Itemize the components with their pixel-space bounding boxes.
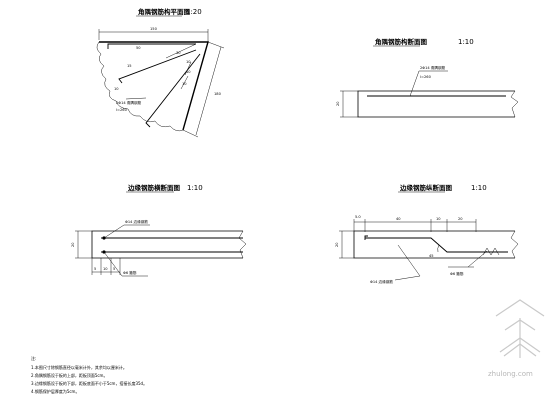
edge-long-angle-arc: [437, 244, 440, 253]
notes-title: 注:: [31, 355, 36, 361]
plan-dim-right-line: [195, 46, 222, 136]
plan-bar-top: [107, 43, 196, 49]
plan-view: 角隅钢筋构平面图 1:20 150 50 30 10 10 10 10 15 1…: [96, 7, 225, 138]
plan-dim-10b: 10: [186, 70, 191, 74]
corner-section-bar-length: l=260: [420, 75, 432, 79]
edge-cross-scale: 1:10: [187, 184, 203, 192]
corner-section-scale: 1:10: [458, 38, 474, 46]
plan-slab-edge: [99, 41, 209, 131]
plan-dim-right-ext-bottom: [182, 129, 199, 138]
plan-scale: 1:20: [186, 8, 202, 16]
edge-cross-top-label: Φ14 边缘钢筋: [125, 219, 148, 224]
plan-dim-top: 150: [150, 27, 158, 31]
corner-section-view: 角隅钢筋构断面图 1:10 20 2Φ14 角隅钢筋 l=260: [336, 37, 519, 118]
edge-long-break: [510, 230, 519, 259]
plan-bar-mid: [118, 49, 197, 84]
plan-radial-line: [165, 43, 197, 59]
plan-label-leader: [125, 97, 147, 100]
edge-long-bar: [365, 237, 508, 253]
edge-long-angle: 45: [429, 254, 434, 258]
edge-long-dim-20: 20: [458, 217, 463, 221]
plan-dim-10d: 10: [114, 87, 119, 91]
plan-dim-10a: 10: [186, 60, 191, 64]
plan-dim-30: 30: [176, 51, 181, 55]
corner-section-title: 角隅钢筋构断面图: [375, 37, 428, 46]
edge-cross-title: 边缘钢筋横断面图: [127, 183, 181, 192]
corner-section-dim-height: 20: [336, 101, 340, 106]
edge-cross-dim-bottom-a: 5: [94, 267, 96, 271]
corner-section-bar-label: 2Φ14 角隅钢筋: [420, 65, 446, 70]
edge-cross-dim-height: 20: [71, 242, 75, 247]
edge-long-title: 边缘钢筋纵断面图: [399, 183, 453, 192]
edge-cross-bottom-leader: [103, 251, 123, 277]
note-line-2: 2.角隅钢筋设于板的上部，距板顶面5cm。: [31, 372, 107, 378]
edge-cross-top-leader: [103, 224, 125, 239]
plan-bar-label: 2Φ14 角隅钢筋: [116, 100, 142, 105]
edge-long-bar-hook: [364, 235, 368, 240]
watermark-text: zhulong.com: [488, 370, 533, 378]
note-line-1: 1.本图尺寸除钢筋直径以毫米计外，其余均以厘米计。: [31, 364, 127, 370]
edge-long-bottom-leader: [397, 244, 421, 277]
corner-section-leader: [409, 70, 420, 97]
plan-dim-right-ext-top: [207, 41, 225, 49]
edge-long-dim-5: 5.0: [355, 215, 361, 219]
watermark-logo-icon: [495, 299, 545, 358]
edge-cross-slab: [91, 230, 243, 259]
plan-bar-length: l=260: [116, 108, 128, 112]
edge-long-dim-40: 40: [396, 217, 401, 221]
edge-cross-bottom-label: Φ6 箍筋: [123, 270, 137, 275]
edge-long-dim-height: 20: [335, 242, 339, 247]
note-line-4: 4.钢筋保护层厚度为5cm。: [31, 388, 79, 394]
edge-long-bottom-leader-shelf: [394, 275, 421, 281]
notes: 注: 1.本图尺寸除钢筋直径以毫米计外，其余均以厘米计。 2.角隅钢筋设于板的上…: [31, 355, 147, 394]
plan-dim-right: 180: [214, 92, 222, 96]
edge-long-stirrup-a: [482, 247, 492, 256]
plan-dim-tick-b: [180, 75, 189, 90]
plan-break-line: [96, 41, 184, 132]
plan-bar-low: [145, 53, 201, 128]
edge-long-right-leader: [467, 250, 488, 268]
edge-long-dim-10: 10: [436, 217, 441, 221]
edge-long-bottom-label: Φ14 边缘钢筋: [370, 279, 393, 284]
corner-section-slab: [357, 90, 515, 118]
plan-dim-inner: 50: [136, 46, 141, 50]
edge-cross-view: 边缘钢筋横断面图 1:10 20 5 10 5 Φ14 边缘钢筋 Φ6 箍筋: [71, 183, 247, 277]
plan-dim-10c: 10: [182, 82, 187, 86]
edge-long-view: 边缘钢筋纵断面图 1:10 5.0 40 10 20 45 20 Φ14: [335, 183, 519, 284]
watermark: zhulong.com: [488, 299, 545, 378]
edge-long-scale: 1:10: [471, 184, 487, 192]
edge-cross-break: [238, 230, 247, 259]
edge-long-slab: [353, 230, 515, 259]
edge-cross-dim-bottom-c: 5: [113, 267, 115, 271]
plan-dim-15: 15: [127, 64, 132, 68]
corner-section-break: [510, 90, 519, 118]
edge-long-right-label: Φ6 箍筋: [450, 271, 464, 276]
edge-cross-dim-bottom-b: 10: [103, 267, 108, 271]
plan-dim-tick-a: [184, 61, 192, 76]
note-line-3: 3.边缘钢筋设于板的下部，距板底面不小于5cm，搭接长度35d。: [31, 380, 147, 386]
plan-title: 角隅钢筋构平面图: [138, 7, 191, 16]
edge-long-stirrup-b: [490, 247, 500, 256]
